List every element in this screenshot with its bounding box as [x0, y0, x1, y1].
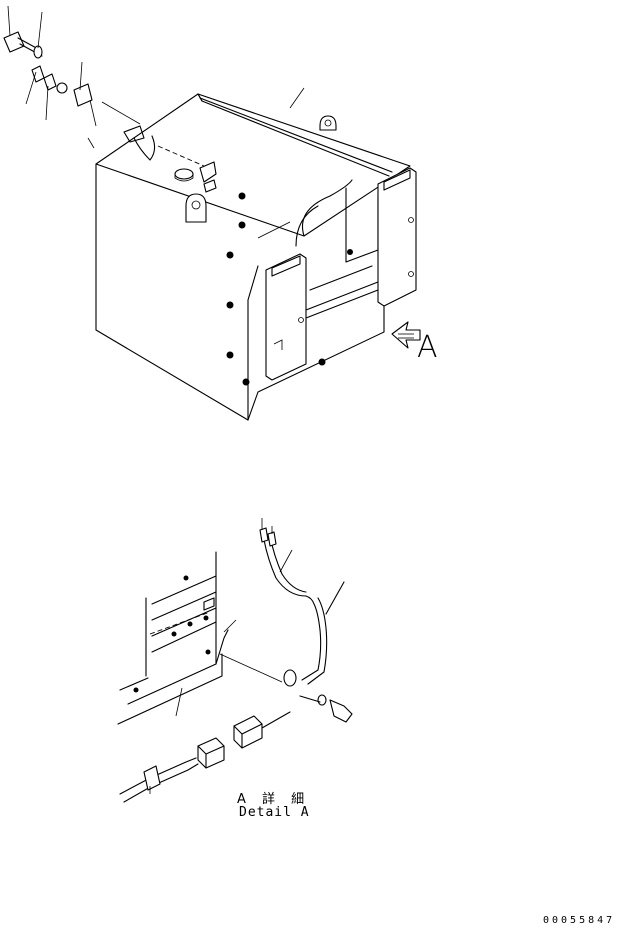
detail-title-en: Detail A [239, 805, 310, 820]
loose-hardware-parts [3, 5, 305, 239]
detail-a-assembly [117, 518, 353, 803]
tank-assembly [87, 93, 417, 421]
view-arrow [391, 321, 421, 349]
drawing-number: 00055847 [543, 915, 616, 926]
detail-title-jp: A 詳 細 [237, 792, 311, 807]
view-arrow-label: A [417, 330, 438, 365]
